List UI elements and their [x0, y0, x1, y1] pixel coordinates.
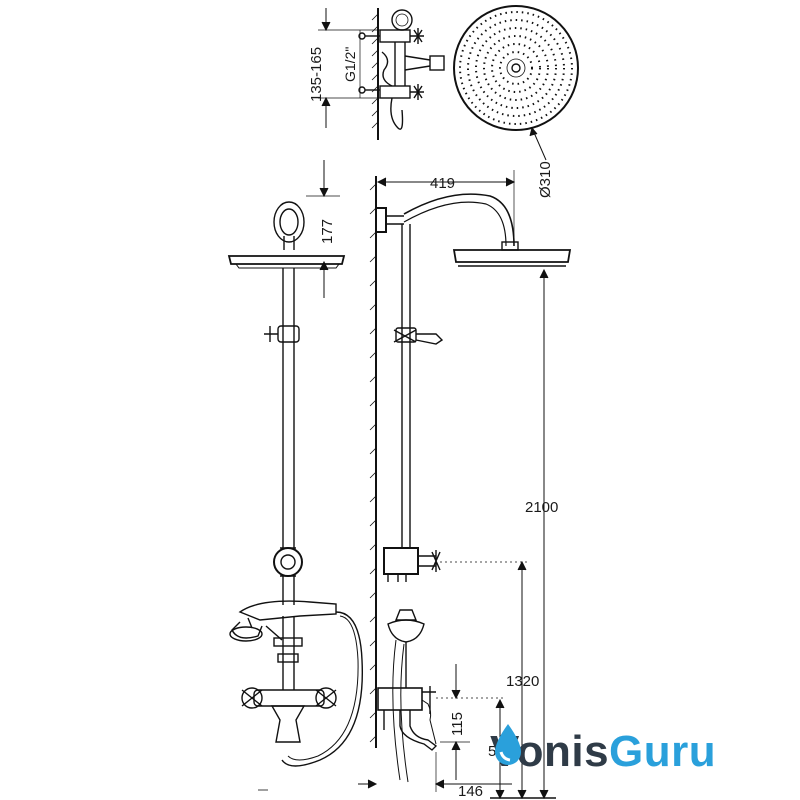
side-view — [369, 176, 572, 783]
rain-head-top-view — [453, 5, 579, 161]
label-135-165: 135-165 — [308, 47, 325, 102]
label-177: 177 — [319, 219, 336, 244]
label-419: 419 — [430, 175, 455, 192]
label-115: 115 — [449, 712, 466, 736]
dim-2100 — [539, 268, 549, 800]
logo-text-guru: Guru — [609, 727, 717, 776]
label-1320: 1320 — [506, 673, 539, 690]
water-drop-icon — [495, 724, 521, 765]
dim-135-165 — [318, 8, 380, 128]
logo-text-s: s — [584, 727, 610, 776]
label-2100: 2100 — [525, 499, 558, 516]
watermark-logo: Voni sGuru — [490, 722, 780, 782]
label-146: 146 — [458, 783, 483, 800]
dim-419 — [376, 170, 516, 246]
dim-177 — [306, 160, 340, 298]
dim-146 — [358, 752, 512, 792]
label-310: Ø310 — [537, 161, 554, 198]
label-g12: G1/2" — [342, 47, 358, 82]
dim-115 — [436, 664, 504, 780]
mixer-top-view — [358, 8, 445, 140]
front-view — [227, 201, 364, 791]
